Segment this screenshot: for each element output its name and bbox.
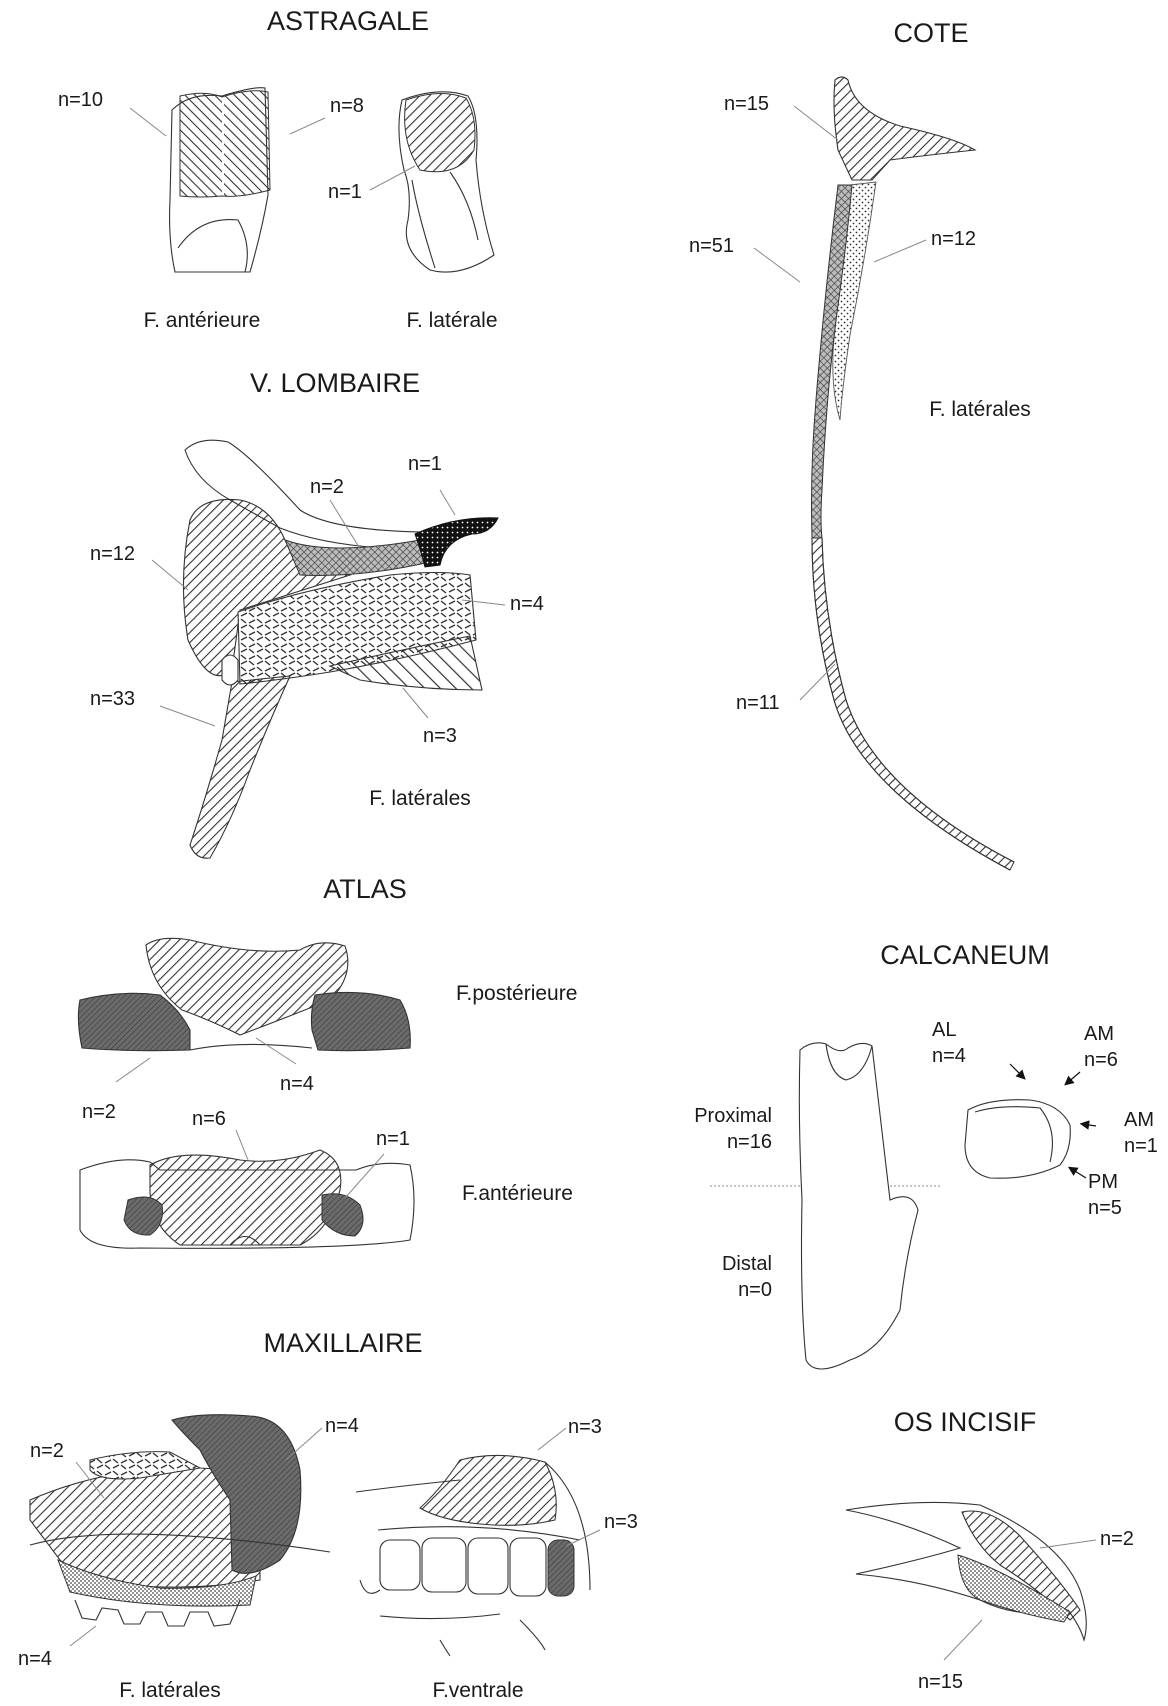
lombaire-n-4: n=4: [510, 593, 544, 615]
calcaneum-section: CALCANEUM Proximal n=16 Distal n=0 AL n=…: [694, 940, 1158, 1369]
astragale-title: ASTRAGALE: [267, 6, 429, 36]
calcaneum-pm: PM: [1088, 1171, 1118, 1193]
calcaneum-distal-n: n=0: [738, 1279, 772, 1301]
lombaire-n-33: n=33: [90, 688, 135, 710]
atlas-n-ant-1: n=1: [376, 1128, 410, 1150]
arrow-pm-icon: [1070, 1168, 1086, 1178]
calcaneum-am-right: AM: [1124, 1109, 1154, 1131]
calcaneum-crosssection-drawing: [965, 1100, 1070, 1179]
maxillaire-n-3-right: n=3: [604, 1511, 638, 1533]
atlas-n-post-4: n=4: [280, 1073, 314, 1095]
lombaire-n-2: n=2: [310, 476, 344, 498]
calcaneum-pm-n: n=5: [1088, 1197, 1122, 1219]
lombaire-n-3: n=3: [423, 725, 457, 747]
maxillaire-n-4-bottom: n=4: [18, 1648, 52, 1670]
cote-n-inner: n=12: [931, 228, 976, 250]
atlas-section: ATLAS F.postérieure n=4 n=2 n=6 n=1 F.an…: [78, 874, 577, 1248]
atlas-posterior-drawing: [78, 938, 410, 1050]
cote-section: COTE n=15 n=51 n=12 F. latérales n=11: [689, 18, 1031, 870]
cote-rib-drawing: [812, 77, 1015, 870]
astragale-face-anterior: F. antérieure: [144, 309, 261, 332]
calcaneum-title: CALCANEUM: [880, 940, 1050, 970]
astragale-n-anterior-right: n=8: [330, 95, 364, 117]
cote-n-head: n=15: [724, 93, 769, 115]
calcaneum-am-top: AM: [1084, 1023, 1114, 1045]
cote-n-distal: n=11: [736, 692, 780, 714]
os-incisif-title: OS INCISIF: [894, 1407, 1037, 1437]
maxillaire-n-2: n=2: [30, 1440, 64, 1462]
maxillaire-n-3-top: n=3: [568, 1416, 602, 1438]
os-incisif-drawing: [846, 1502, 1086, 1640]
cote-title: COTE: [893, 18, 968, 48]
cote-face: F. latérales: [929, 398, 1031, 421]
arrow-am-right-icon: [1082, 1124, 1096, 1126]
calcaneum-proximal: Proximal: [694, 1105, 772, 1127]
astragale-section: ASTRAGALE n=10 n=8 n=1 F. antérieure F. …: [58, 6, 498, 332]
os-incisif-section: OS INCISIF n=2 n=15: [846, 1407, 1134, 1693]
arrow-am-top-icon: [1066, 1072, 1080, 1084]
calcaneum-bone-drawing: [710, 1043, 940, 1369]
maxillaire-section: MAXILLAIRE n=2 n=4 n=4 F. latérales: [18, 1328, 638, 1702]
astragale-n-anterior-left: n=10: [58, 89, 103, 111]
lombaire-section: V. LOMBAIRE n=1 n=2 n=12 n=4 n=33 n=: [90, 368, 544, 858]
calcaneum-al-n: n=4: [932, 1045, 966, 1067]
lombaire-n-1: n=1: [408, 453, 442, 475]
arrow-al-icon: [1010, 1064, 1024, 1078]
maxillaire-ventral-drawing: [356, 1455, 590, 1656]
lombaire-n-12: n=12: [90, 543, 135, 565]
cote-n-shaft: n=51: [689, 235, 734, 257]
atlas-face-anterior: F.antérieure: [462, 1182, 573, 1205]
astragale-lateral-drawing: [399, 92, 494, 272]
os-incisif-n-15: n=15: [918, 1671, 963, 1693]
calcaneum-am-top-n: n=6: [1084, 1049, 1118, 1071]
calcaneum-proximal-n: n=16: [727, 1131, 772, 1153]
lombaire-face: F. latérales: [369, 787, 471, 810]
calcaneum-distal: Distal: [722, 1253, 772, 1275]
lombaire-title: V. LOMBAIRE: [250, 368, 420, 398]
astragale-face-lateral: F. latérale: [406, 309, 497, 332]
os-incisif-n-2: n=2: [1100, 1528, 1134, 1550]
atlas-title: ATLAS: [323, 874, 407, 904]
maxillaire-title: MAXILLAIRE: [263, 1328, 422, 1358]
atlas-n-ant-6: n=6: [192, 1108, 226, 1130]
astragale-anterior-drawing: [170, 88, 270, 272]
atlas-n-post-2: n=2: [82, 1101, 116, 1123]
astragale-n-lateral: n=1: [328, 181, 362, 203]
maxillaire-face-lateral: F. latérales: [119, 1679, 221, 1702]
maxillaire-n-4-top: n=4: [325, 1415, 359, 1437]
atlas-face-posterior: F.postérieure: [456, 982, 577, 1005]
atlas-anterior-drawing: [80, 1150, 414, 1248]
maxillaire-lateral-drawing: [30, 1415, 330, 1626]
calcaneum-al: AL: [932, 1019, 956, 1041]
maxillaire-face-ventral: F.ventrale: [432, 1679, 523, 1702]
calcaneum-am-right-n: n=1: [1124, 1135, 1158, 1157]
